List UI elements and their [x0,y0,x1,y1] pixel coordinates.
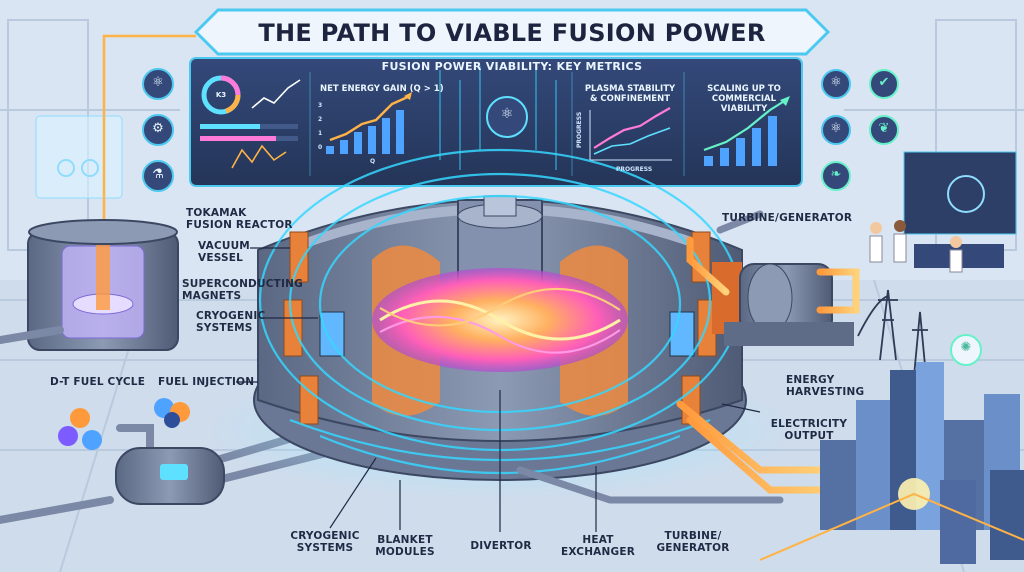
flask-icon: ⚗ [152,167,164,182]
plasma-x-axis: PROGRESS [616,166,653,173]
leaf-icon: ❧ [830,167,842,182]
page-title: THE PATH TO VIABLE FUSION POWER [258,19,766,47]
title-banner-box: THE PATH TO VIABLE FUSION POWER [196,10,828,54]
q-axis-label: Q [370,158,376,165]
label-dt-fuel: D-T FUEL CYCLE [50,376,146,388]
y-tick-2: 2 [318,116,323,123]
lightbulb-icon: ✺ [960,340,972,355]
control-room [869,151,1017,273]
label-blanket-2: MODULES [375,546,435,558]
scaling-label-line1: SCALING UP TO [707,84,781,94]
left-icon-column [142,68,174,192]
label-electricity-2: OUTPUT [784,430,834,442]
fuel-cylinder [27,219,179,351]
atom-icon-right: ⚛ [830,75,842,90]
atom-center-icon: ⚛ [500,106,514,122]
label-cryo-2: SYSTEMS [196,322,253,334]
fuel-injection-tank [115,447,225,505]
label-vacuum-2: VESSEL [198,252,244,264]
metrics-panel [189,57,803,187]
atom-icon: ⚛ [152,75,164,90]
atom-icon-2: ⚛ [830,121,842,136]
label-cryo-bottom-1: CRYOGENIC [290,530,360,542]
title-banner [193,8,831,56]
scaling-label-line2: COMMERCIAL VIABILITY [711,94,777,114]
label-electricity-1: ELECTRICITY [770,418,848,430]
label-heat-1: HEAT [582,534,614,546]
fuel-beam [102,34,196,238]
right-icon-column [821,69,982,366]
plasma-label-line1: PLASMA STABILITY [584,84,676,94]
label-turbine-bottom-2: GENERATOR [656,542,730,554]
gear-icon: ⚙ [152,121,164,136]
label-energy-2: HARVESTING [786,386,865,398]
metrics-subtitle: FUSION POWER VIABILITY: KEY METRICS [381,60,643,73]
city [759,362,1024,564]
hot-pipes [676,236,860,494]
gauge-value: K3 [215,91,227,99]
dt-fuel-atoms [58,398,190,450]
plasma-y-axis: PROGRESS [576,111,583,148]
label-tokamak-1: TOKAMAK [186,207,247,219]
label-tokamak-2: FUSION REACTOR [186,219,293,231]
net-energy-label: NET ENERGY GAIN (Q > 1) [320,84,444,94]
label-cryo-bottom-2: SYSTEMS [296,542,354,554]
label-energy-1: ENERGY [786,374,835,386]
label-blanket-1: BLANKET [377,534,433,546]
label-heat-2: EXCHANGER [561,546,635,558]
label-turbine-top: TURBINE/GENERATOR [722,212,853,224]
y-tick-1: 1 [318,130,323,137]
plasma-label-line2: & CONFINEMENT [589,94,670,104]
label-turbine-bottom-1: TURBINE/ [664,530,722,542]
power-pylons [857,289,928,377]
check-shield-icon: ✔ [878,75,890,90]
data-lines [439,66,557,170]
label-magnets-2: MAGNETS [182,290,242,302]
label-divertor: DIVERTOR [470,540,532,552]
steel-pipes-right [516,210,784,504]
hologram-panel-left [35,115,123,199]
leader-lines [236,247,761,532]
y-tick-0: 0 [318,144,323,151]
turbine-generator [712,262,854,346]
y-tick-3: 3 [318,102,323,109]
leaf-hand-icon: ❦ [878,121,890,136]
label-cryo-1: CRYOGENIC [196,310,266,322]
label-fuel-injection: FUEL INJECTION [158,376,255,388]
label-vacuum-1: VACUUM [198,240,250,252]
label-magnets-1: SUPERCONDUCTING [182,278,303,290]
